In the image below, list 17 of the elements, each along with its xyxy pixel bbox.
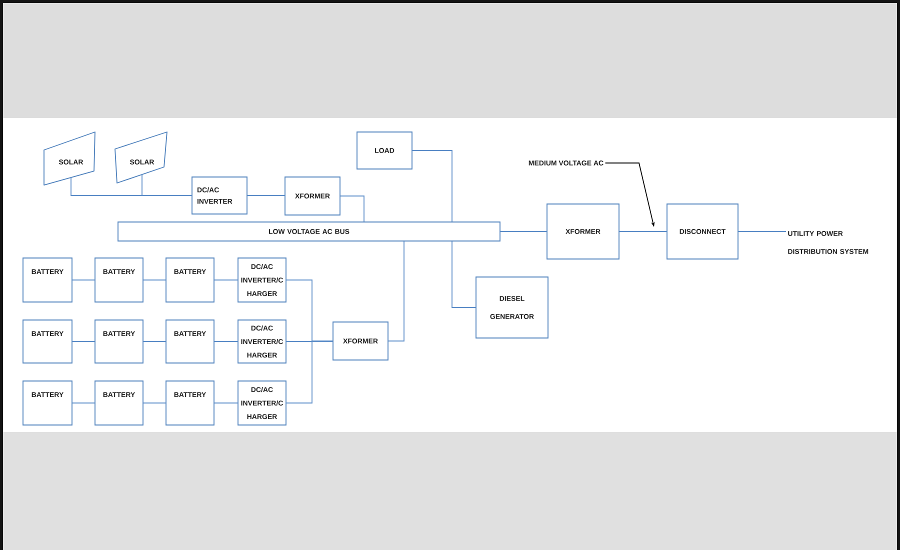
connector: [72, 341, 95, 342]
connector: [143, 402, 166, 404]
connector: [143, 341, 166, 342]
connector: [286, 341, 333, 342]
connector: [500, 231, 547, 232]
connector: [142, 174, 192, 196]
connector: [452, 241, 476, 308]
connector: [340, 196, 364, 222]
connector: [619, 231, 667, 232]
connector: [72, 402, 95, 404]
connector: [214, 341, 238, 342]
connector: [286, 340, 333, 404]
connector: [214, 402, 238, 404]
connector: [388, 241, 404, 342]
connector: [247, 195, 285, 196]
connector: [738, 231, 786, 232]
connector: [412, 150, 452, 222]
